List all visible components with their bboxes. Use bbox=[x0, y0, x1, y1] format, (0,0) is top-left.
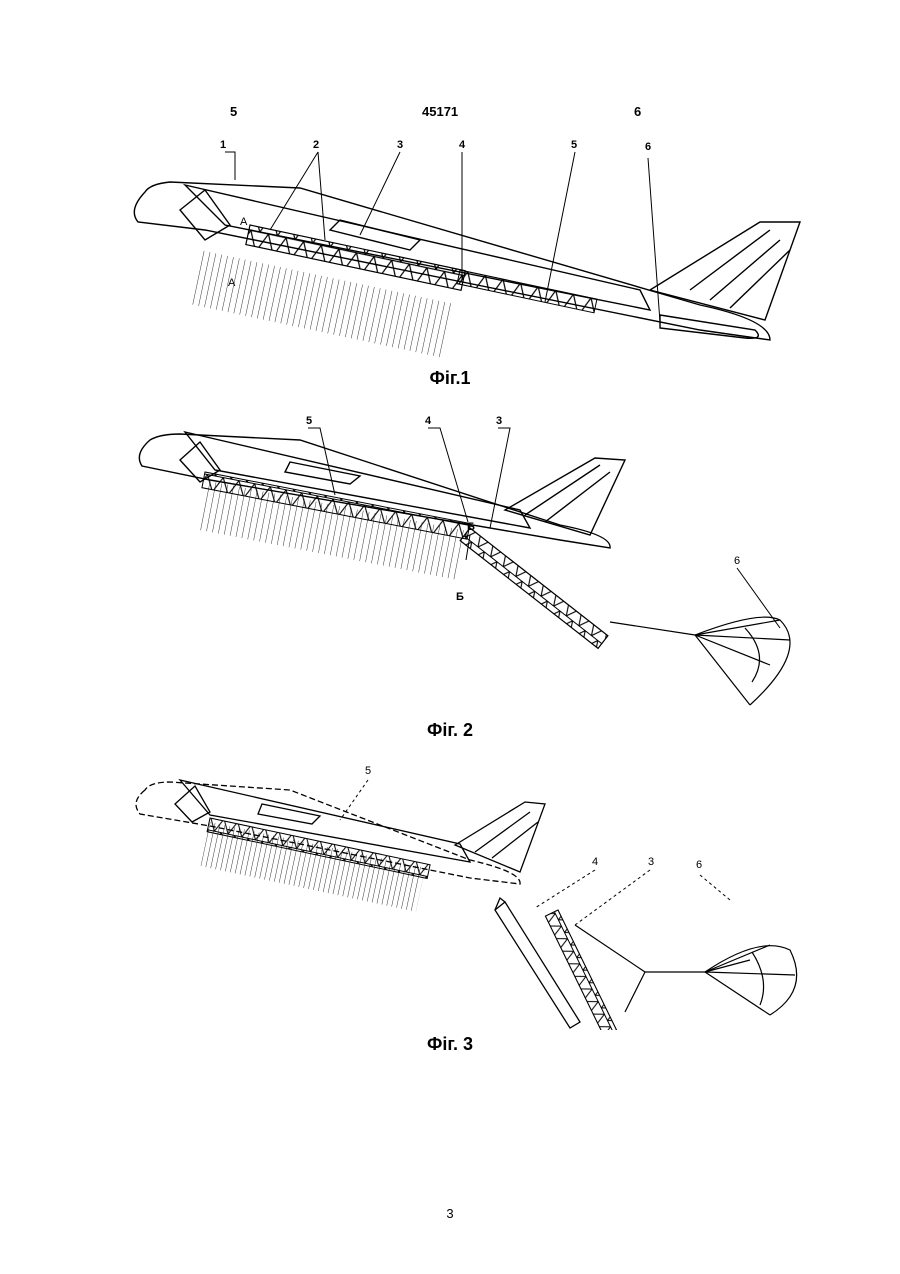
section-mark-top: A bbox=[240, 216, 248, 228]
released-truss-platform bbox=[545, 910, 617, 1030]
parachute bbox=[575, 925, 797, 1015]
figure-3: 5 4 3 6 bbox=[0, 760, 900, 1030]
truss-platform-rear bbox=[457, 270, 597, 313]
callout-4: 4 bbox=[592, 856, 598, 868]
section-mark-top: Б bbox=[467, 521, 475, 533]
callout-3: 3 bbox=[496, 415, 502, 427]
patent-number: 45171 bbox=[422, 104, 458, 119]
section-mark-bottom: Б bbox=[456, 591, 464, 603]
callout-4: 4 bbox=[425, 415, 432, 427]
callout-5: 5 bbox=[306, 415, 312, 427]
callout-2: 2 bbox=[313, 139, 319, 151]
figure-1-caption: Фіг.1 bbox=[0, 368, 900, 389]
callout-5: 5 bbox=[365, 765, 371, 777]
page-number: 3 bbox=[0, 1206, 900, 1221]
header-left-column-number: 5 bbox=[230, 104, 237, 119]
callout-3: 3 bbox=[648, 856, 654, 868]
callout-6: 6 bbox=[645, 141, 651, 153]
header-right-column-number: 6 bbox=[634, 104, 641, 119]
callout-6: 6 bbox=[696, 859, 702, 871]
section-mark-bottom: A bbox=[228, 277, 236, 289]
figure-1: 1 2 3 4 5 6 A A bbox=[0, 130, 900, 360]
figure-3-caption: Фіг. 3 bbox=[0, 1034, 900, 1055]
figure-3-drawing: 5 4 3 6 bbox=[0, 760, 900, 1030]
extracted-truss-platform bbox=[460, 528, 608, 648]
callout-1: 1 bbox=[220, 139, 226, 151]
parachute bbox=[610, 617, 790, 705]
figure-1-drawing: 1 2 3 4 5 6 A A bbox=[0, 130, 900, 360]
figure-2: 5 4 3 6 Б Б bbox=[0, 410, 900, 710]
callout-4: 4 bbox=[459, 139, 466, 151]
released-cargo-container bbox=[495, 898, 580, 1028]
callout-3: 3 bbox=[397, 139, 403, 151]
figure-2-drawing: 5 4 3 6 Б Б bbox=[0, 410, 900, 710]
figure-2-caption: Фіг. 2 bbox=[0, 720, 900, 741]
callout-6: 6 bbox=[734, 555, 740, 567]
callout-5: 5 bbox=[571, 139, 577, 151]
